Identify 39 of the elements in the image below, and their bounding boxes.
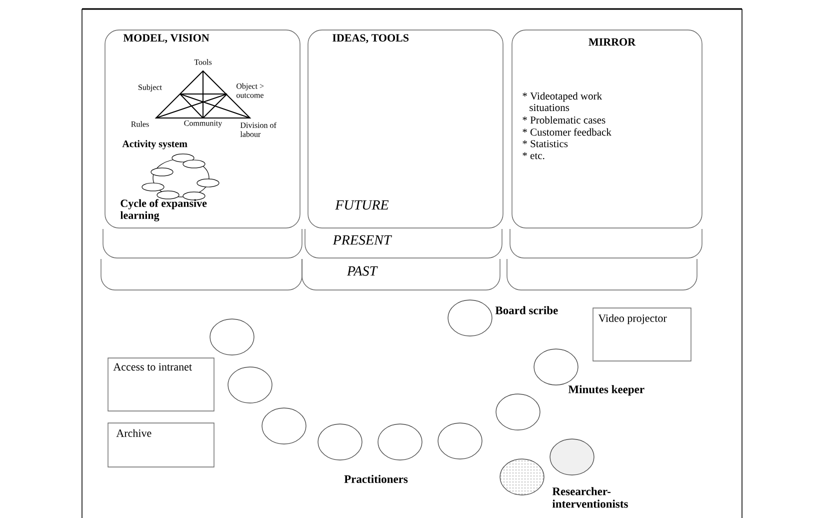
board — [506, 258, 698, 290]
board-heading: MODEL, VISION — [123, 34, 210, 44]
seat-circle — [378, 424, 422, 460]
diagram-label: Tools — [194, 59, 212, 65]
seat-circle — [210, 318, 254, 356]
group-label: Practitioners — [344, 474, 408, 484]
board-heading: MIRROR — [588, 38, 636, 46]
role-label: Board scribe — [495, 306, 558, 314]
box-text: Archive — [116, 429, 152, 437]
diagram-label: Division of labour — [240, 122, 276, 137]
diagram-label: Community — [184, 120, 222, 128]
time-label: PRESENT — [332, 235, 392, 245]
diagram-label: Subject — [138, 84, 162, 92]
seat-circle — [496, 394, 540, 430]
diagram-label: Rules — [131, 121, 149, 127]
bullet-item: * Customer feedback — [522, 128, 612, 136]
board-heading: IDEAS, TOOLS — [332, 34, 409, 44]
seat-circle — [438, 422, 482, 460]
board — [100, 258, 302, 290]
seat-circle — [318, 424, 362, 460]
bullet-item: * Statistics — [522, 140, 568, 148]
bullet-item: * Problematic cases — [522, 116, 606, 124]
role-label: Minutes keeper — [568, 385, 644, 396]
seat-circle — [228, 366, 272, 404]
seat-circle — [550, 438, 594, 476]
seat-circle — [262, 408, 306, 444]
group-label: Researcher-interventionists — [552, 487, 628, 508]
box-text: Video projector — [598, 314, 667, 324]
bullet-item: * etc. — [522, 152, 544, 160]
caption-text: Activity system — [122, 140, 188, 150]
seat-circle — [500, 458, 544, 496]
time-label: PAST — [346, 266, 378, 276]
board — [510, 228, 702, 258]
bullet-item: * Videotaped work situations — [522, 92, 602, 112]
diagram-label: Object > outcome — [236, 83, 264, 98]
time-label: FUTURE — [335, 200, 389, 210]
caption-text: Cycle of expansive learning — [120, 199, 207, 222]
box-text: Access to intranet — [113, 363, 192, 371]
board — [102, 228, 302, 258]
